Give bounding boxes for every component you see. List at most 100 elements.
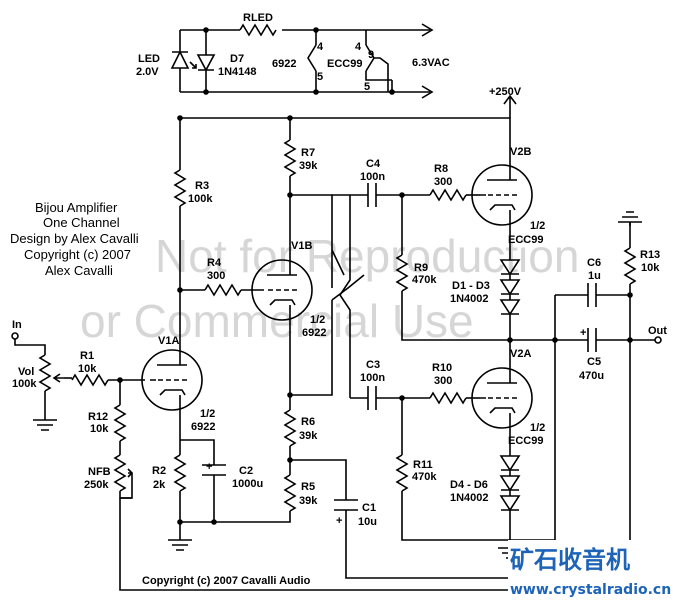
v1b-type: 6922 bbox=[302, 327, 326, 339]
c5-plus: + bbox=[580, 327, 586, 339]
r13-resistor bbox=[623, 247, 637, 285]
d7-symbol bbox=[196, 54, 216, 72]
footer-copyright: Copyright (c) 2007 Cavalli Audio bbox=[142, 575, 311, 587]
rled-label: RLED bbox=[243, 12, 273, 24]
v2b-type: ECC99 bbox=[508, 234, 543, 246]
r7-resistor bbox=[283, 139, 297, 177]
plus250-label: +250V bbox=[489, 86, 522, 98]
pin-5b: 5 bbox=[364, 81, 370, 93]
r4-name: R4 bbox=[207, 257, 222, 269]
vol-potentiometer bbox=[38, 354, 52, 392]
r4-resistor bbox=[204, 283, 242, 297]
heater-tube2: ECC99 bbox=[327, 58, 362, 70]
v2a-name: V2A bbox=[510, 348, 531, 360]
d6-diode bbox=[499, 495, 521, 512]
v2b-half: 1/2 bbox=[530, 220, 545, 232]
r6-resistor bbox=[283, 409, 297, 447]
title-line1: Bijou Amplifier bbox=[35, 200, 118, 215]
tube-v2a bbox=[471, 345, 533, 429]
v1a-type: 6922 bbox=[191, 421, 215, 433]
r12-resistor bbox=[113, 404, 127, 442]
r11-resistor bbox=[395, 454, 409, 492]
r10-value: 300 bbox=[434, 375, 452, 387]
r9-value: 470k bbox=[412, 274, 437, 286]
pin-9: 9 bbox=[368, 49, 374, 61]
r2-value: 2k bbox=[153, 479, 166, 491]
r4-value: 300 bbox=[207, 270, 225, 282]
c4-name: C4 bbox=[366, 158, 381, 170]
c3-name: C3 bbox=[366, 359, 380, 371]
c6-value: 1u bbox=[588, 270, 601, 282]
d3-diode bbox=[499, 299, 521, 316]
r3-name: R3 bbox=[195, 180, 209, 192]
v2a-type: ECC99 bbox=[508, 435, 543, 447]
site-url: www.crystalradio.cn bbox=[510, 582, 671, 598]
title-line3: Design by Alex Cavalli bbox=[10, 231, 139, 246]
heater-6922 bbox=[307, 44, 317, 72]
nfb-potentiometer bbox=[113, 454, 127, 492]
r7-name: R7 bbox=[301, 147, 315, 159]
c5-value: 470u bbox=[579, 370, 604, 382]
c1-value: 10u bbox=[358, 516, 377, 528]
r10-name: R10 bbox=[432, 362, 452, 374]
c4-capacitor bbox=[367, 183, 377, 207]
d1-diode bbox=[499, 259, 521, 276]
c4-value: 100n bbox=[360, 171, 385, 183]
r6-name: R6 bbox=[301, 416, 315, 428]
tube-v2b bbox=[471, 140, 533, 226]
c1-name: C1 bbox=[362, 502, 376, 514]
r10-resistor bbox=[429, 391, 467, 405]
c1-plus: + bbox=[336, 515, 342, 527]
tube-v1a bbox=[141, 349, 203, 411]
r12-name: R12 bbox=[88, 411, 108, 423]
v2a-half: 1/2 bbox=[530, 422, 545, 434]
watermark-line2: or Commercial Use bbox=[80, 295, 474, 347]
logo-background bbox=[508, 540, 674, 600]
v1a-half: 1/2 bbox=[200, 408, 215, 420]
r13-name: R13 bbox=[640, 249, 660, 261]
r5-value: 39k bbox=[299, 495, 318, 507]
led-symbol bbox=[170, 50, 190, 69]
r11-name: R11 bbox=[413, 459, 433, 471]
v1a-name: V1A bbox=[158, 335, 179, 347]
output-label: Out bbox=[648, 325, 667, 337]
c5-name: C5 bbox=[587, 356, 601, 368]
tube-v1b bbox=[251, 250, 313, 330]
title-line2: One Channel bbox=[43, 215, 120, 230]
c3-value: 100n bbox=[360, 372, 385, 384]
d2-diode bbox=[499, 279, 521, 296]
c6-name: C6 bbox=[587, 257, 601, 269]
r8-resistor bbox=[429, 188, 467, 202]
led-label: LED bbox=[138, 53, 160, 65]
title-line5: Alex Cavalli bbox=[45, 263, 113, 278]
r1-resistor bbox=[71, 373, 109, 387]
r11-value: 470k bbox=[412, 471, 437, 483]
r1-name: R1 bbox=[80, 350, 94, 362]
title-block: Bijou Amplifier One Channel Design by Al… bbox=[10, 200, 139, 278]
r3-resistor bbox=[173, 169, 187, 207]
c2-plus: + bbox=[206, 461, 212, 473]
vol-value: 100k bbox=[12, 378, 37, 390]
r5-resistor bbox=[283, 474, 297, 512]
d46-name: D4 - D6 bbox=[450, 479, 488, 491]
r3-value: 100k bbox=[188, 193, 213, 205]
d4-diode bbox=[499, 455, 521, 472]
r9-resistor bbox=[395, 254, 409, 292]
watermark: Not for Reproduction or Commercial Use bbox=[80, 230, 579, 347]
title-line4: Copyright (c) 2007 bbox=[24, 247, 131, 262]
d13-value: 1N4002 bbox=[450, 293, 489, 305]
v1b-half: 1/2 bbox=[310, 314, 325, 326]
heater-circuit: RLED LED 2.0V D7 1N4148 6922 ECC99 4 5 4… bbox=[136, 12, 450, 99]
footer: Copyright (c) 2007 Cavalli Audio 矿石收音机 w… bbox=[142, 540, 674, 600]
pin-4a: 4 bbox=[317, 41, 324, 53]
main-wiring bbox=[11, 94, 662, 591]
nfb-name: NFB bbox=[88, 466, 111, 478]
led-value: 2.0V bbox=[136, 66, 159, 78]
v2b-name: V2B bbox=[510, 146, 531, 158]
pin-5a: 5 bbox=[317, 71, 323, 83]
c5-capacitor bbox=[587, 328, 597, 352]
r8-value: 300 bbox=[434, 176, 452, 188]
component-labels: +250V In Out Vol 100k R1 10k R12 10k NFB… bbox=[12, 86, 667, 528]
r7-value: 39k bbox=[299, 160, 318, 172]
r5-name: R5 bbox=[301, 481, 315, 493]
